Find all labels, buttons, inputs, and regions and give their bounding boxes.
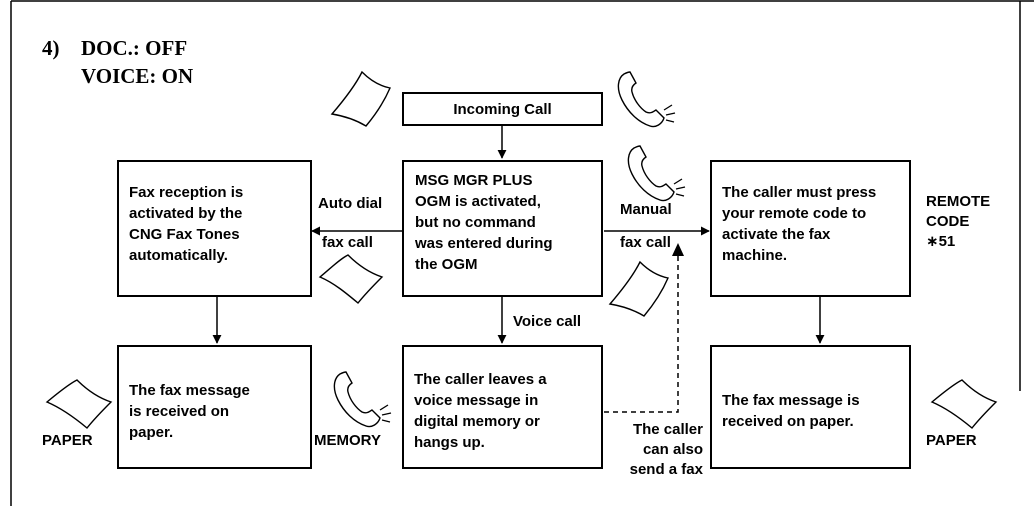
box-fax-received-left-text: The fax message is received on paper. — [129, 382, 250, 441]
paper-icon — [318, 254, 384, 304]
paper-icon — [930, 379, 998, 429]
label-manual-fax-call: fax call — [620, 234, 671, 251]
label-paper-left: PAPER — [42, 432, 93, 449]
box-fax-reception-text: Fax reception is activated by the CNG Fa… — [129, 184, 244, 264]
phone-handset-icon — [627, 145, 686, 202]
label-voice-call: Voice call — [513, 313, 582, 330]
box-fax-received-right-text: The fax message is received on paper. — [722, 392, 860, 430]
box-incoming-call: Incoming Call — [402, 92, 603, 126]
box-incoming-call-text: Incoming Call — [453, 101, 552, 118]
heading-number: 4) — [42, 36, 60, 60]
label-auto-dial: Auto dial — [318, 195, 383, 212]
box-fax-received-left: The fax message is received on paper. — [117, 345, 312, 469]
box-fax-reception: Fax reception is activated by the CNG Fa… — [117, 160, 312, 297]
heading-voice-line: VOICE: ON — [81, 64, 194, 88]
dashed-arrow-head — [672, 243, 684, 256]
dashed-path-caller-send-fax — [604, 252, 679, 413]
label-auto-fax-call: fax call — [322, 234, 373, 251]
label-caller-also-fax: The caller can also send a fax — [629, 421, 703, 478]
box-caller-must-press-text: The caller must press your remote code t… — [722, 184, 877, 264]
paper-icon — [608, 260, 669, 317]
box-fax-received-right: The fax message is received on paper. — [710, 345, 911, 469]
box-msg-mgr-text: MSG MGR PLUS OGM is activated, but no co… — [415, 172, 553, 273]
label-paper-right: PAPER — [926, 432, 977, 449]
memory-icon — [333, 371, 392, 428]
paper-icon — [45, 379, 113, 429]
phone-handset-icon — [617, 71, 676, 128]
paper-icon — [330, 70, 391, 127]
box-caller-leaves: The caller leaves a voice message in dig… — [402, 345, 603, 469]
label-memory: MEMORY — [314, 432, 381, 449]
box-caller-must-press: The caller must press your remote code t… — [710, 160, 911, 297]
label-manual: Manual — [620, 201, 672, 218]
heading-doc-line: DOC.: OFF — [81, 36, 188, 60]
label-remote-code: REMOTE CODE ∗51 — [926, 193, 991, 250]
box-msg-mgr: MSG MGR PLUS OGM is activated, but no co… — [402, 160, 603, 297]
box-caller-leaves-text: The caller leaves a voice message in dig… — [414, 371, 547, 451]
